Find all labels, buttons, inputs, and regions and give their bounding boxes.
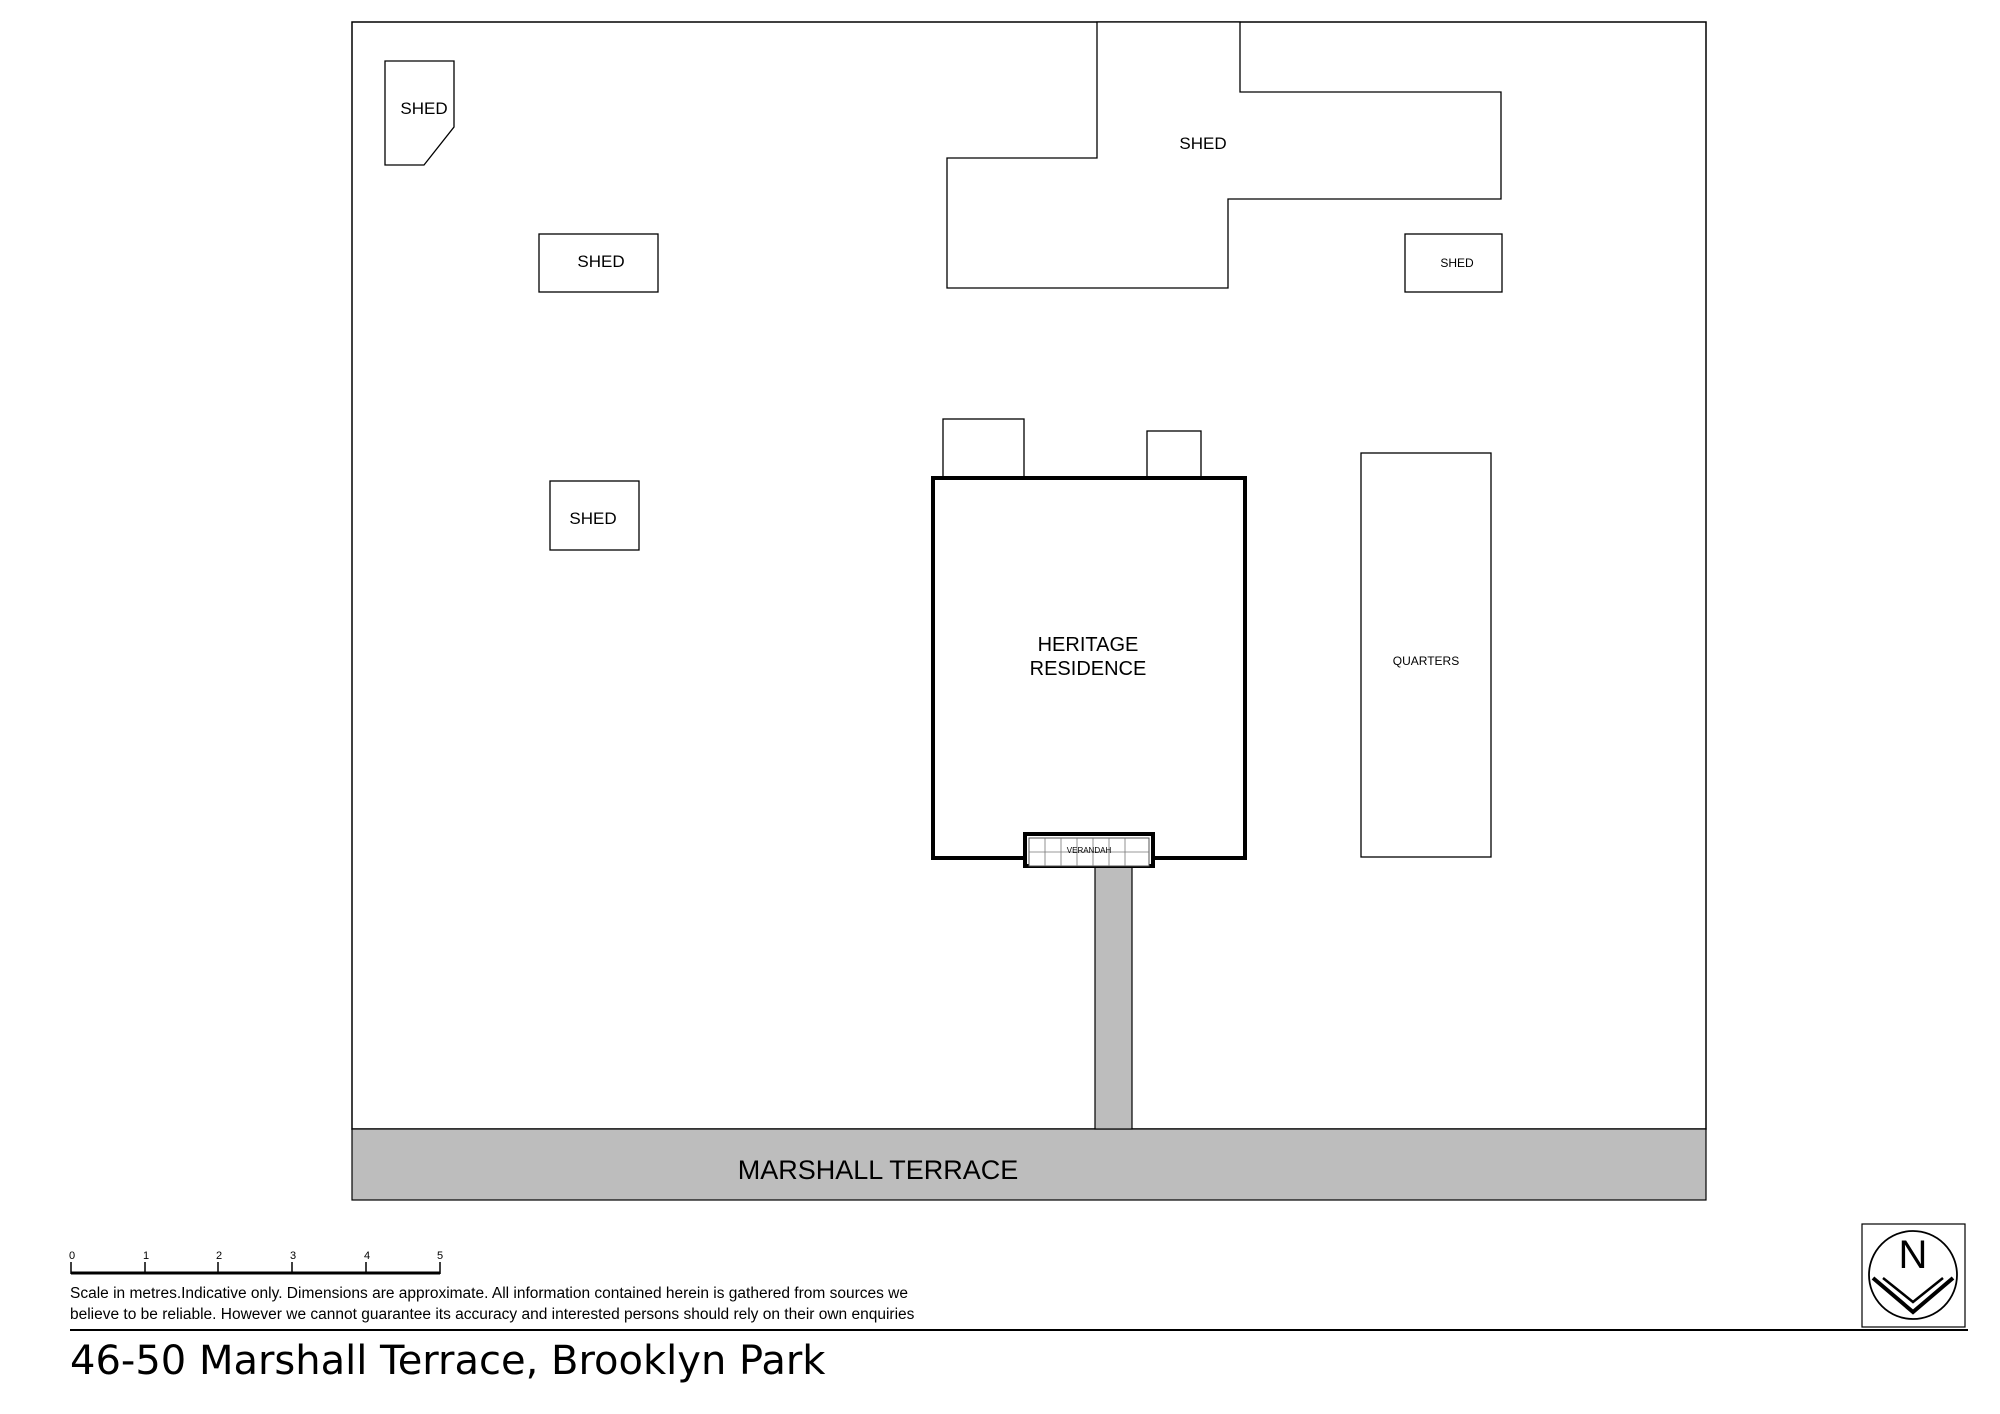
verandah [1023,832,1155,868]
shed-small-right [1404,233,1503,293]
north-arrow-icon [1861,1223,1966,1328]
scale-tick-3: 3 [290,1250,296,1262]
shed-mid-left-label: SHED [577,252,624,271]
street-label: MARSHALL TERRACE [738,1155,1019,1185]
shed-large [946,21,1502,289]
verandah-label: VERANDAH [1067,846,1112,855]
disclaimer: Scale in metres.Indicative only. Dimensi… [70,1283,1030,1325]
quarters [1360,452,1492,858]
shed-lower-left-label: SHED [569,509,616,528]
disclaimer-line-2: believe to be reliable. However we canno… [70,1306,915,1323]
scale-bar [70,1262,441,1275]
residence-label-line2: RESIDENCE [1030,658,1147,680]
residence-annex-right [1146,430,1202,479]
street-marshall-terrace [351,1128,1707,1201]
residence-annex-left [942,418,1025,479]
scale-tick-5: 5 [437,1250,443,1262]
scale-tick-0: 0 [69,1250,75,1262]
residence-label-line1: HERITAGE [1038,634,1139,656]
scale-tick-1: 1 [143,1250,149,1262]
quarters-label: QUARTERS [1393,654,1459,668]
shed-small-right-label: SHED [1440,256,1474,270]
heritage-residence [931,476,1247,860]
north-label: N [1899,1233,1928,1277]
driveway [1094,864,1133,1130]
property-address: 46-50 Marshall Terrace, Brooklyn Park [70,1338,826,1384]
scale-tick-4: 4 [364,1250,370,1262]
shed-large-label: SHED [1179,134,1226,153]
disclaimer-line-1: Scale in metres.Indicative only. Dimensi… [70,1285,908,1302]
shed-top-left [384,60,455,166]
scale-tick-2: 2 [216,1250,222,1262]
shed-lower-left [549,480,640,551]
shed-top-left-label: SHED [400,99,447,118]
shed-mid-left [538,233,659,293]
